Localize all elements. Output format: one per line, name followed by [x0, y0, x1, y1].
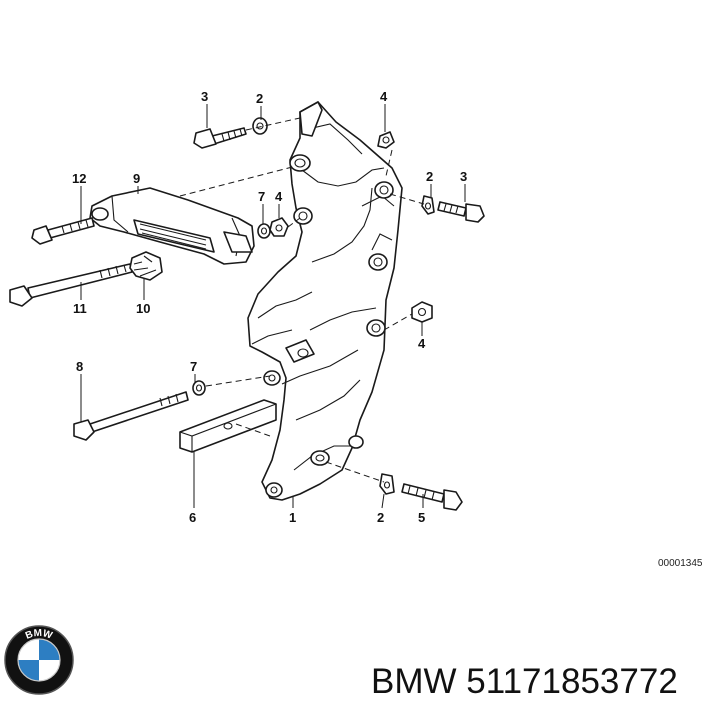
callout-2: 2: [377, 510, 384, 525]
nut-mid-4: [269, 217, 289, 237]
bolt-8: [73, 391, 189, 441]
callout-2: 2: [426, 169, 433, 184]
svg-text:BMW: BMW: [24, 628, 54, 642]
washer-mid-7: [257, 223, 271, 239]
callout-6: 6: [189, 510, 196, 525]
adjuster-nut-10: [129, 251, 163, 281]
nut-top-4: [377, 131, 395, 149]
mounting-plate: [179, 399, 277, 453]
callout-3: 3: [201, 89, 208, 104]
callout-labels: 3 2 4 12 9 7 4 2 3 11 10 4 8 7 6 1 2 5: [72, 89, 467, 525]
callout-1: 1: [289, 510, 296, 525]
bolt-12: [31, 217, 95, 245]
callout-3: 3: [460, 169, 467, 184]
callout-9: 9: [133, 171, 140, 186]
washer-lower-7: [192, 380, 206, 396]
callout-4: 4: [380, 89, 388, 104]
bolt-top-3: [193, 127, 247, 149]
callout-7: 7: [258, 189, 265, 204]
bolt-right-3: [437, 201, 485, 223]
bolt-5: [401, 483, 463, 511]
leader-lines: [80, 104, 466, 509]
slide-bracket: [89, 187, 255, 265]
washer-top-2: [252, 117, 268, 135]
callout-4: 4: [275, 189, 283, 204]
callout-4: 4: [418, 336, 426, 351]
washer-bottom-2: [379, 473, 395, 495]
exploded-parts-diagram: 3 2 4 12 9 7 4 2 3 11 10 4 8 7 6 1 2 5 0…: [9, 89, 703, 569]
callout-11: 11: [73, 301, 87, 316]
callout-5: 5: [418, 510, 425, 525]
callout-10: 10: [136, 301, 150, 316]
logo-lettering: BMW: [24, 628, 54, 642]
part-number-label: BMW 51171853772: [371, 662, 678, 701]
diagram-reference-code: 00001345: [658, 558, 703, 569]
main-bracket: [247, 101, 403, 501]
washer-right-2: [421, 195, 435, 215]
bolt-11: [9, 263, 133, 307]
callout-8: 8: [76, 359, 83, 374]
callout-7: 7: [190, 359, 197, 374]
bmw-logo: BMW: [4, 625, 74, 695]
assembly-lines: [179, 117, 425, 483]
callout-2: 2: [256, 91, 263, 106]
callout-12: 12: [72, 171, 86, 186]
nut-lower-4: [411, 301, 433, 323]
